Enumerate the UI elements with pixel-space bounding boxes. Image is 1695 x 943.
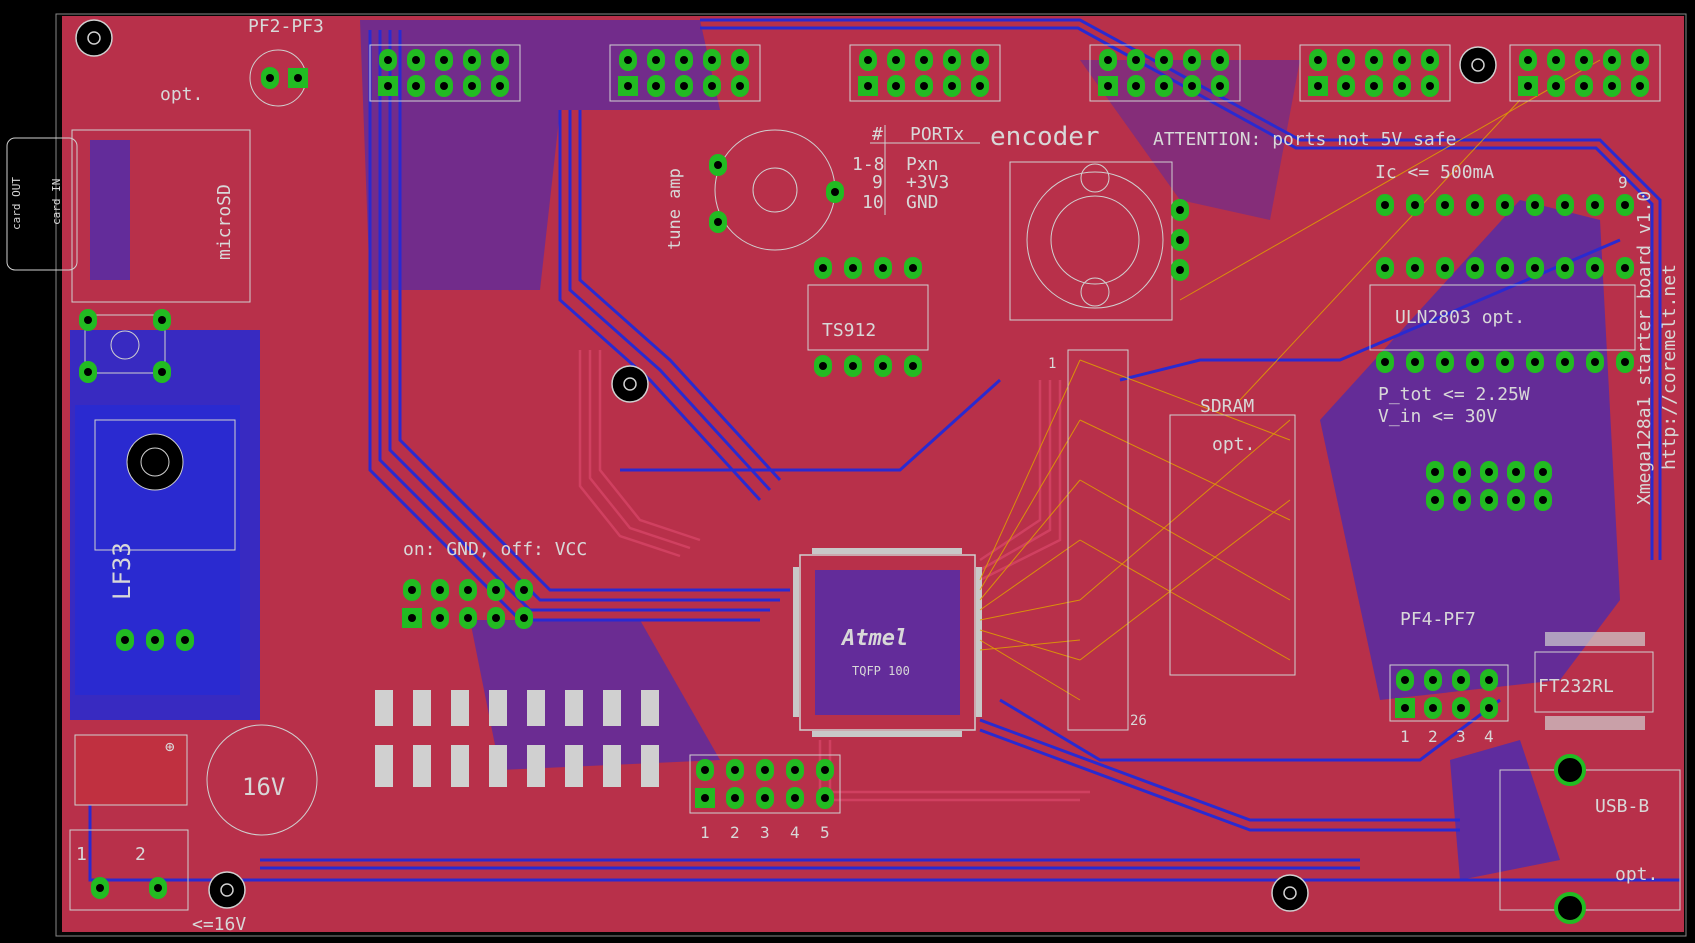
opt-top-label: opt. [160,84,203,105]
mcu-logo: Atmel [840,626,908,651]
legend-row1-a: 1-8 [852,154,885,175]
sdram-footprint: SDRAM opt. [1169,396,1296,676]
port-header-f [1509,44,1661,102]
uln-pin9-label: 9 [1618,173,1628,192]
jtag-header: 1 2 3 4 5 [689,754,841,842]
card-out-label: card OUT [10,177,23,230]
terminal-block: 1 2 [69,829,189,911]
tune-amp-pot: tune amp [665,129,844,251]
pf-num-4: 4 [1484,727,1494,746]
port-header-d [1089,44,1241,102]
usb-opt-label: opt. [1615,864,1658,885]
usb-b-label: USB-B [1595,796,1649,817]
jp-num-3: 3 [760,823,770,842]
led-pf2 [249,49,308,107]
encoder-label: encoder [990,122,1100,152]
reset-button [79,309,171,383]
led-resistor-array [375,690,659,787]
uln-label: ULN2803 opt. [1395,307,1525,328]
ic-limit-label: Ic <= 500mA [1375,162,1494,183]
mounting-holes [75,19,1497,912]
board-url: http://coremelt.net [1659,264,1680,470]
power-jack: ⊕ [74,734,188,806]
attention-label: ATTENTION: ports not 5V safe [1153,129,1456,150]
pf4-pf7-header: 1 2 3 4 [1389,664,1509,746]
pf-num-3: 3 [1456,727,1466,746]
legend-row3-a: 10 [862,192,884,213]
sdram-opt-label: opt. [1212,434,1255,455]
jp-num-1: 1 [700,823,710,842]
port-header-e [1299,44,1451,102]
vin-label: V_in <= 30V [1378,406,1497,427]
legend-row1-b: Pxn [906,154,939,175]
lf33-regulator: LF33 [75,405,240,695]
ts912-label: TS912 [822,320,876,341]
sdram-label: SDRAM [1200,396,1254,417]
terminal-1-label: 1 [76,844,87,865]
legend-row2-a: 9 [872,172,883,193]
uln2803-driver: ULN2803 opt. 9 [1369,173,1636,373]
port-header-c [849,44,1001,102]
cap-16v-label: 16V [242,773,285,801]
port-headers [369,44,1661,102]
port-header-b [609,44,761,102]
header-26pin-pin26: 26 [1130,713,1147,729]
pf-num-1: 1 [1400,727,1410,746]
mcu-package-label: TQFP 100 [852,664,910,678]
pf4-pf7-label: PF4-PF7 [1400,609,1476,630]
ft232rl-label: FT232RL [1538,676,1614,697]
port-legend: # PORTx 1-8 Pxn 9 +3V3 10 GND [852,124,980,215]
svg-text:⊕: ⊕ [165,737,175,756]
pf2-pf3-label: PF2-PF3 [248,16,324,37]
legend-row2-b: +3V3 [906,172,949,193]
le16v-label: <=16V [192,914,246,935]
ft232rl-chip: FT232RL [1534,632,1654,730]
microsd-label: microSD [214,184,235,260]
lf33-label: LF33 [108,542,136,600]
header-26pin: document.currentScript.insertAdjacentHTM… [1048,349,1147,731]
airwires [979,59,1601,701]
tune-amp-label: tune amp [665,168,685,250]
terminal-2-label: 2 [135,844,146,865]
on-off-label: on: GND, off: VCC [403,539,587,560]
ptot-label: P_tot <= 2.25W [1378,384,1530,405]
board-title: Xmega128a1 starter board v1.0 [1634,191,1655,505]
legend-row3-b: GND [906,192,939,213]
jp-num-5: 5 [820,823,830,842]
cap-16v: 16V [206,724,318,836]
microsd-socket: card OUT card IN microSD [6,129,251,303]
pf-num-2: 2 [1428,727,1438,746]
legend-hash: # [872,124,883,145]
port-header-a [369,44,521,102]
header-26pin-pin1: 1 [1048,356,1056,372]
rotary-encoder [1009,161,1189,321]
usb-b-connector: USB-B opt. [1499,754,1681,924]
ts912-opamp: TS912 [807,257,929,377]
card-in-label: card IN [50,179,63,225]
jp-num-2: 2 [730,823,740,842]
mcu-tqfp100: Atmel TQFP 100 [793,548,982,737]
legend-portx: PORTx [910,124,964,145]
jp-num-4: 4 [790,823,800,842]
